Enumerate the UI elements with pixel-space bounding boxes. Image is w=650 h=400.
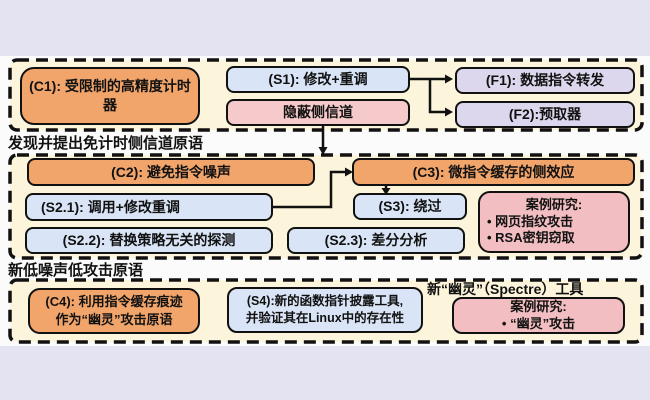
case-study-title: 案例研究:	[510, 298, 567, 314]
node-s4-line1: (S4):新的函数指针披露工具,	[246, 293, 404, 308]
node-c4-line2: 作为“幽灵”攻击原语	[55, 312, 173, 327]
section-label-timer-free-primitives: 发现并提出免计时侧信道原语	[8, 135, 204, 152]
node-f1-data-instruction-forwarding: (F1): 数据指令转发	[455, 67, 635, 94]
node-c4-icache-traces-spectre-primitive: (C4): 利用指令缓存痕迹 作为“幽灵”攻击原语	[28, 288, 200, 334]
arrow-s1-to-f1	[410, 74, 453, 84]
case-study-box-side-channel: 案例研究: • 网页指纹攻击 • RSA密钥窃取	[478, 191, 630, 253]
case-study-bullet-web-fingerprinting: • 网页指纹攻击	[487, 213, 574, 229]
section-label-low-noise-primitives: 新低噪声低攻击原语	[8, 262, 144, 279]
case-study-box-spectre: 案例研究: • “幽灵”攻击	[452, 297, 625, 334]
node-f2-prefetcher: (F2):预取器	[455, 101, 635, 128]
node-s23-differential-analysis: (S2.3): 差分分析	[287, 227, 465, 254]
node-c2-avoid-instruction-noise: (C2): 避免指令噪声	[27, 158, 315, 186]
node-covert-side-channel: 隐蔽侧信道	[226, 99, 410, 126]
case-study-bullet-rsa-key-theft: • RSA密钥窃取	[487, 230, 575, 246]
section-label-new-spectre-tool: 新“幽灵”（Spectre）工具	[427, 281, 584, 297]
case-study-title: 案例研究:	[525, 196, 583, 212]
node-s22-replacement-policy-agnostic-probe: (S2.2): 替换策略无关的探测	[25, 227, 273, 254]
node-s21-call-modify-retune: (S2.1): 调用+修改重调	[25, 193, 273, 221]
node-c1-restricted-timer: (C1): 受限制的高精度计时器	[20, 67, 200, 125]
node-s4-line2: 并验证其在Linux中的存在性	[245, 311, 405, 325]
node-s4-function-pointer-disclosure-tool: (S4):新的函数指针披露工具, 并验证其在Linux中的存在性	[227, 287, 423, 333]
node-s1-modify-retune: (S1): 修改+重调	[226, 66, 410, 93]
node-c4-line1: (C4): 利用指令缓存痕迹	[45, 293, 183, 309]
arrow-covert-to-section2	[318, 125, 328, 155]
node-c3-micro-op-cache-side-effect: (C3): 微指令缓存的侧效应	[352, 158, 635, 186]
case-study-bullet-spectre-attack: • “幽灵”攻击	[501, 315, 576, 331]
arrow-s1-to-f2	[428, 79, 453, 117]
node-s3-bypass: (S3): 绕过	[353, 193, 467, 220]
arrow-s21-to-c3	[273, 167, 353, 209]
